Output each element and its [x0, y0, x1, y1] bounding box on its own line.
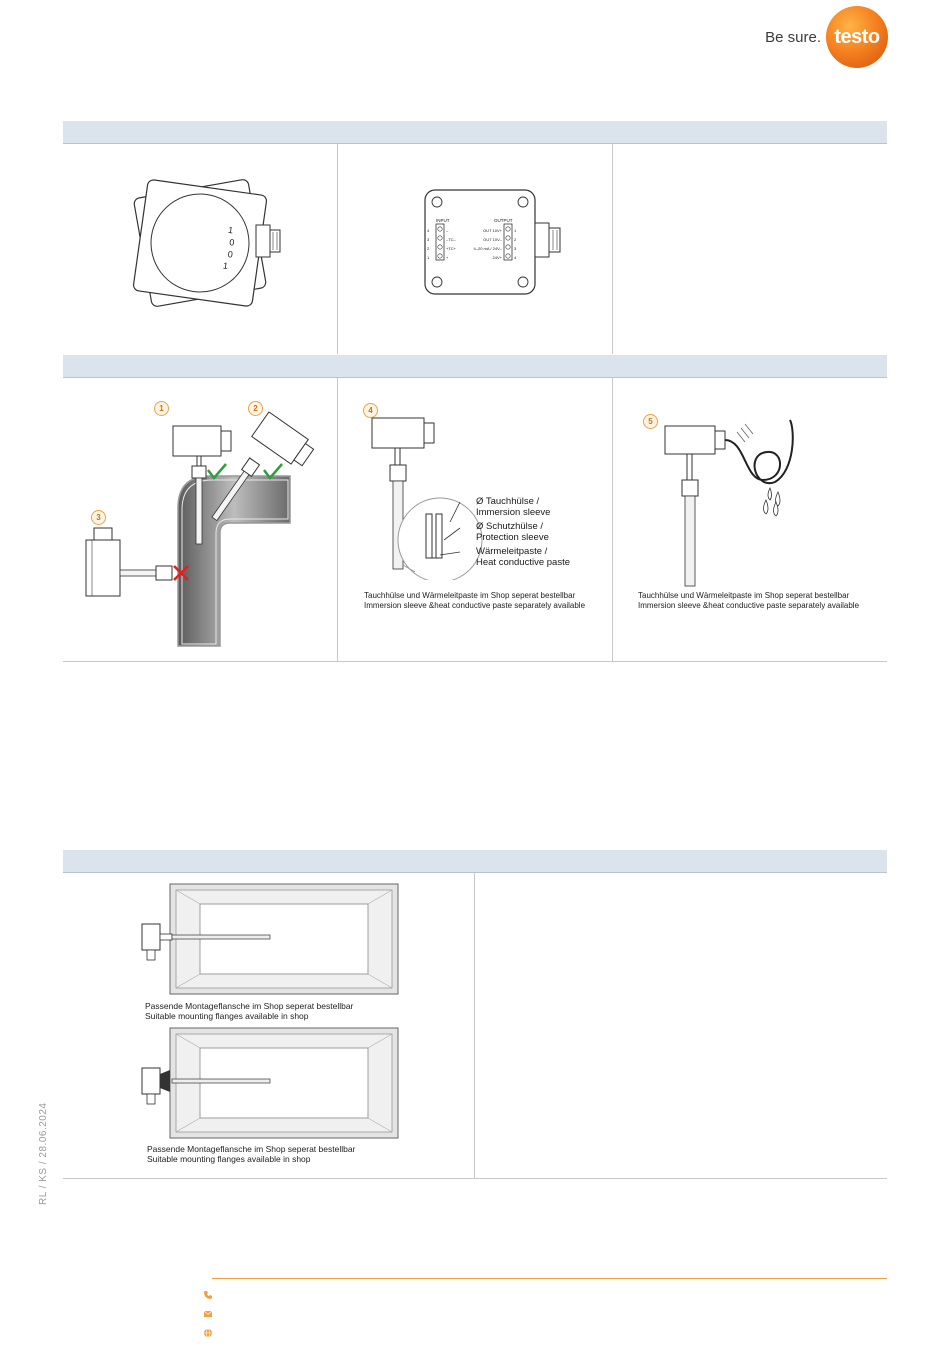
output-terminal-labels: OUT 10V+ OUT 10V– 4–20 mA / 24V– 24V+: [473, 228, 502, 260]
testo-logo: testo: [826, 6, 888, 68]
svg-text:1: 1: [227, 225, 233, 236]
sleeve-caption: Tauchhülse und Wärmeleitpaste im Shop se…: [364, 591, 586, 610]
drip-caption: Tauchhülse und Wärmeleitpaste im Shop se…: [638, 591, 860, 610]
output-terminal-numbers: 1 2 3 4: [514, 228, 517, 260]
input-title: INPUT: [436, 218, 450, 223]
divider: [63, 661, 887, 662]
step-badge-2: 2: [248, 401, 263, 416]
divider: [612, 378, 613, 661]
logo-text: testo: [834, 25, 880, 48]
checkmark-icon: [207, 463, 227, 480]
document-stamp: RL / KS / 28.06.2024: [38, 1102, 49, 1205]
divider: [337, 144, 338, 354]
divider: [63, 1178, 887, 1179]
section-bar-installation: [63, 355, 887, 378]
svg-text:0: 0: [229, 237, 235, 248]
duct-flange-mounting-drawing: [141, 1027, 399, 1139]
terminal-box-drawing: INPUT OUTPUT 4 3 2 1 – –TC– +TC+ + OUT 1…: [424, 189, 584, 297]
input-terminal-numbers: 4 3 2 1: [427, 228, 430, 260]
duct-mounting-drawing: [141, 883, 399, 995]
duct-caption-1: Passende Montageflansche im Shop seperat…: [145, 1001, 354, 1021]
globe-icon: [204, 1328, 212, 1338]
divider: [612, 144, 613, 354]
input-terminal-labels: – –TC– +TC+ +: [446, 228, 457, 260]
housing-top-view-drawing: 1 0 0 1: [132, 179, 281, 307]
drip-loop-drawing: [664, 419, 794, 587]
duct-caption-2: Passende Montageflansche im Shop seperat…: [147, 1144, 356, 1164]
checkmark-icon: [263, 463, 283, 480]
sleeve-label-paste: Wärmeleitpaste / Heat conductive paste: [476, 546, 571, 568]
svg-text:0: 0: [227, 249, 233, 260]
immersion-sleeve-drawing: [371, 417, 483, 580]
divider: [337, 378, 338, 661]
phone-icon: [204, 1291, 212, 1299]
step-badge-3: 3: [91, 510, 106, 525]
footer-divider: [212, 1278, 887, 1279]
cross-icon: [173, 565, 189, 581]
brand-tagline: Be sure.: [765, 28, 821, 46]
section-bar-duct: [63, 850, 887, 873]
sleeve-label-immersion: Ø Tauchhülse / Immersion sleeve: [476, 496, 551, 518]
pipe-mounting-drawing: [85, 411, 315, 647]
step-badge-5: 5: [643, 414, 658, 429]
step-badge-4: 4: [363, 403, 378, 418]
step-badge-1: 1: [154, 401, 169, 416]
mail-icon: [203, 1310, 213, 1317]
section-bar-dimensions: [63, 121, 887, 144]
svg-text:1: 1: [222, 260, 228, 271]
output-title: OUTPUT: [494, 218, 513, 223]
sleeve-label-protection: Ø Schutzhülse / Protection sleeve: [476, 521, 549, 543]
brand: Be sure. testo: [765, 6, 888, 68]
divider: [474, 873, 475, 1178]
